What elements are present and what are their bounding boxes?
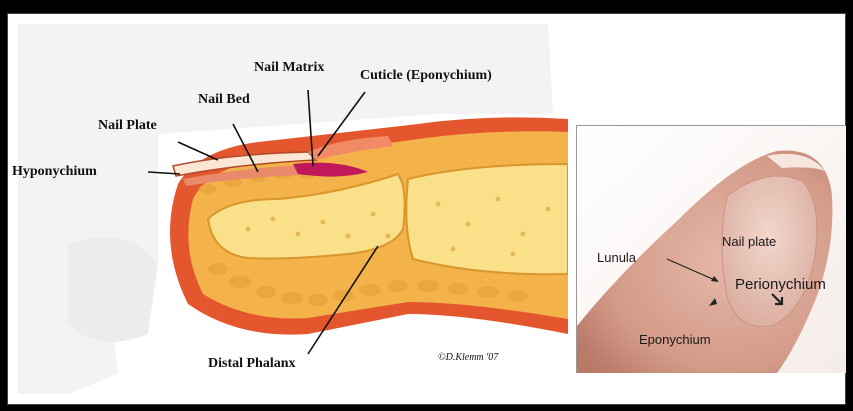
fingertip-photo: Lunula Nail plate Perionychium Eponychiu…	[576, 125, 846, 373]
figure-canvas: Nail Matrix Cuticle (Eponychium) Nail Be…	[8, 14, 845, 404]
label-photo-nail-plate: Nail plate	[722, 234, 776, 249]
label-perionychium: Perionychium	[735, 276, 826, 293]
nail-cross-section-diagram: Nail Matrix Cuticle (Eponychium) Nail Be…	[8, 14, 568, 404]
label-nail-plate: Nail Plate	[98, 118, 157, 134]
artist-signature: ©D.Klemm '07	[438, 352, 498, 363]
leader-nail-plate	[178, 142, 218, 160]
label-distal-phalanx: Distal Phalanx	[208, 356, 296, 372]
label-nail-bed: Nail Bed	[198, 92, 250, 108]
label-lunula: Lunula	[597, 250, 636, 265]
label-hyponychium: Hyponychium	[12, 164, 97, 180]
background-shape-2	[68, 237, 158, 342]
label-eponychium: Eponychium	[639, 332, 711, 347]
label-nail-matrix: Nail Matrix	[254, 60, 324, 76]
label-cuticle: Cuticle (Eponychium)	[360, 68, 492, 84]
middle-phalanx-bone	[406, 164, 568, 274]
